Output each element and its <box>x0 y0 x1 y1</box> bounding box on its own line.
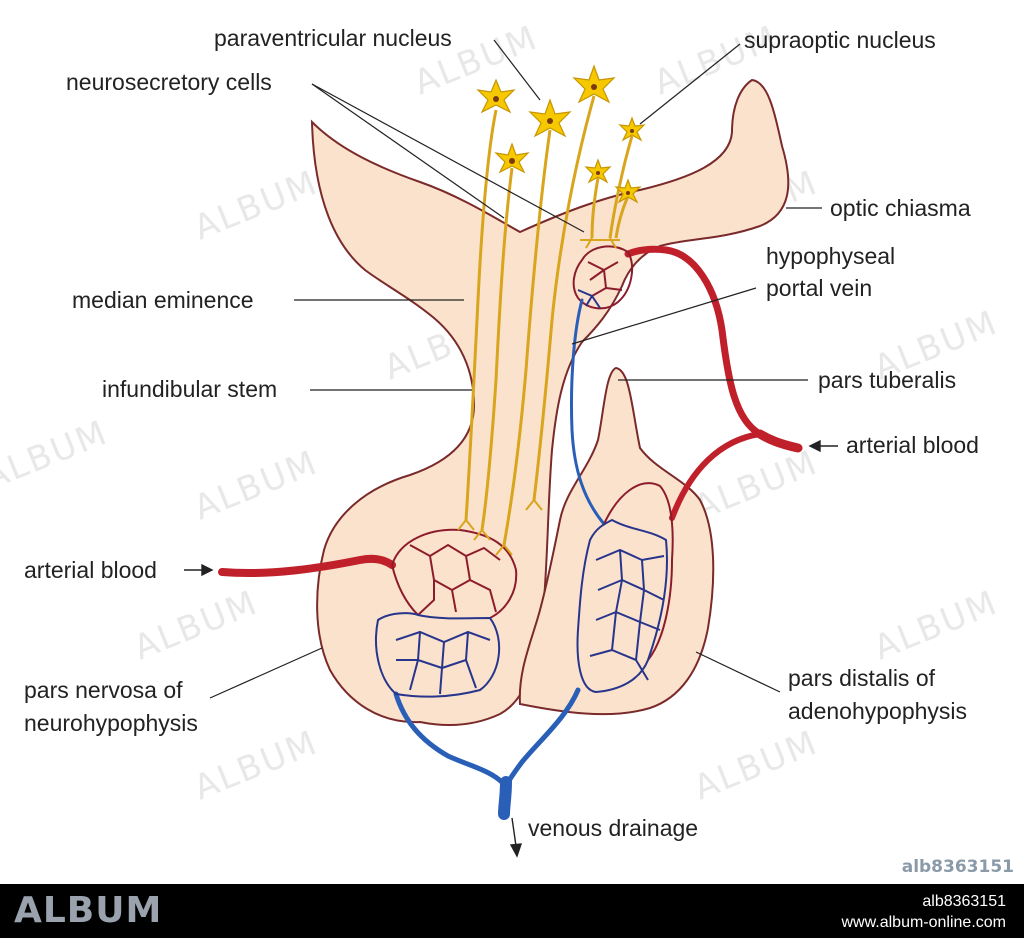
primary-plexus-net-blue <box>577 289 601 309</box>
adenohypophysis-tissue <box>518 366 715 716</box>
venous-trunk <box>498 776 512 820</box>
watermark-text: ALBUM <box>0 413 114 499</box>
axon-terminal <box>525 499 543 511</box>
watermark-text: ALBUM <box>188 163 323 249</box>
label-supraoptic-nucleus: supraoptic nucleus <box>744 27 936 53</box>
labels: paraventricular nucleus supraoptic nucle… <box>24 25 979 841</box>
neuron-nuclei <box>493 84 634 195</box>
footer-bar: ALBUM alb8363151 www.album-online.com <box>0 884 1024 938</box>
leader-paraventricular <box>493 39 541 101</box>
arrows <box>184 439 838 858</box>
arteries <box>218 245 803 578</box>
neuron-nucleus <box>547 118 553 124</box>
axon <box>532 95 596 501</box>
axon-terminals <box>457 237 620 556</box>
primary-plexus-net <box>587 261 623 297</box>
neuron-nucleus <box>591 84 597 90</box>
watermark-text: ALBUM <box>868 583 1003 669</box>
label-arterial-blood-right: arterial blood <box>846 432 979 458</box>
label-median-eminence: median eminence <box>72 287 254 313</box>
distalis-plexus-red <box>603 482 674 661</box>
nervosa-plexus-blue <box>375 612 501 698</box>
arrow-venous-drainage <box>511 817 517 847</box>
pars-nervosa-plexus <box>375 528 518 698</box>
label-pars-distalis-2: adenohypophysis <box>788 698 967 724</box>
axon <box>464 109 498 521</box>
primary-plexus-outline <box>572 245 634 310</box>
hypophyseal-portal-vein <box>569 298 606 526</box>
primary-capillary-plexus <box>572 245 634 310</box>
label-pars-nervosa-1: pars nervosa of <box>24 677 183 703</box>
leader-pars-nervosa <box>209 647 323 699</box>
axon <box>502 129 552 546</box>
venous-branch-right <box>503 687 581 789</box>
watermark-text: ALBUM <box>688 723 823 809</box>
venous-branch-left <box>393 691 507 787</box>
label-neurosecretory-cells: neurosecretory cells <box>66 69 272 95</box>
label-paraventricular-nucleus: paraventricular nucleus <box>214 25 452 51</box>
nervosa-plexus-red <box>391 528 518 619</box>
axon-terminal <box>495 544 513 556</box>
leader-neurosecretory-a <box>311 83 505 219</box>
neuron-nucleus <box>509 158 515 164</box>
label-venous-drainage: venous drainage <box>528 815 698 841</box>
footer-url-link[interactable]: www.album-online.com <box>841 914 1006 931</box>
label-pars-nervosa-2: neurohypophysis <box>24 710 198 736</box>
label-pars-distalis-1: pars distalis of <box>788 665 936 691</box>
label-optic-chiasma: optic chiasma <box>830 195 971 221</box>
album-logo[interactable]: ALBUM <box>14 890 163 931</box>
distalis-plexus-blue <box>576 518 669 694</box>
leader-portal-vein <box>571 287 757 345</box>
label-infundibular-stem: infundibular stem <box>102 376 277 402</box>
leader-neurosecretory-b <box>311 83 585 233</box>
watermark-text: ALBUM <box>188 443 323 529</box>
axon-terminal <box>580 237 620 249</box>
axon-terminal <box>473 529 491 541</box>
watermark-text: ALBUM <box>188 723 323 809</box>
neuron-nucleus <box>626 191 630 195</box>
leader-pars-distalis <box>695 651 781 693</box>
axon-terminal <box>457 519 475 531</box>
leader-supraoptic <box>639 43 741 125</box>
image-id-label: alb8363151 <box>901 857 1014 877</box>
label-hypophyseal-portal-vein-2: portal vein <box>766 275 872 301</box>
neuron-nucleus <box>630 129 634 133</box>
right-arterial-inflow <box>755 429 803 453</box>
neuron-nucleus <box>493 96 499 102</box>
leader-lines <box>209 39 822 699</box>
upper-artery <box>624 245 764 438</box>
pars-distalis-plexus <box>576 482 674 694</box>
left-arterial-inflow <box>218 554 396 578</box>
watermark-text: ALBUM <box>128 583 263 669</box>
neuron-nucleus <box>596 171 600 175</box>
arrow-head-arterial-blood-left <box>201 563 214 577</box>
axon <box>590 177 600 239</box>
axon <box>480 167 514 531</box>
label-arterial-blood-left: arterial blood <box>24 557 157 583</box>
veins <box>393 298 606 820</box>
pituitary-diagram: ALBUM ALBUM ALBUM ALBUM ALBUM ALBUM ALBU… <box>0 18 1004 858</box>
label-pars-tuberalis: pars tuberalis <box>818 367 956 393</box>
axon <box>614 195 630 239</box>
arrow-head-venous-drainage <box>509 843 523 858</box>
arrow-head-arterial-blood-right <box>808 439 821 453</box>
lower-artery <box>669 431 763 521</box>
footer-image-id: alb8363151 <box>922 893 1006 910</box>
label-hypophyseal-portal-vein-1: hypophyseal <box>766 243 895 269</box>
